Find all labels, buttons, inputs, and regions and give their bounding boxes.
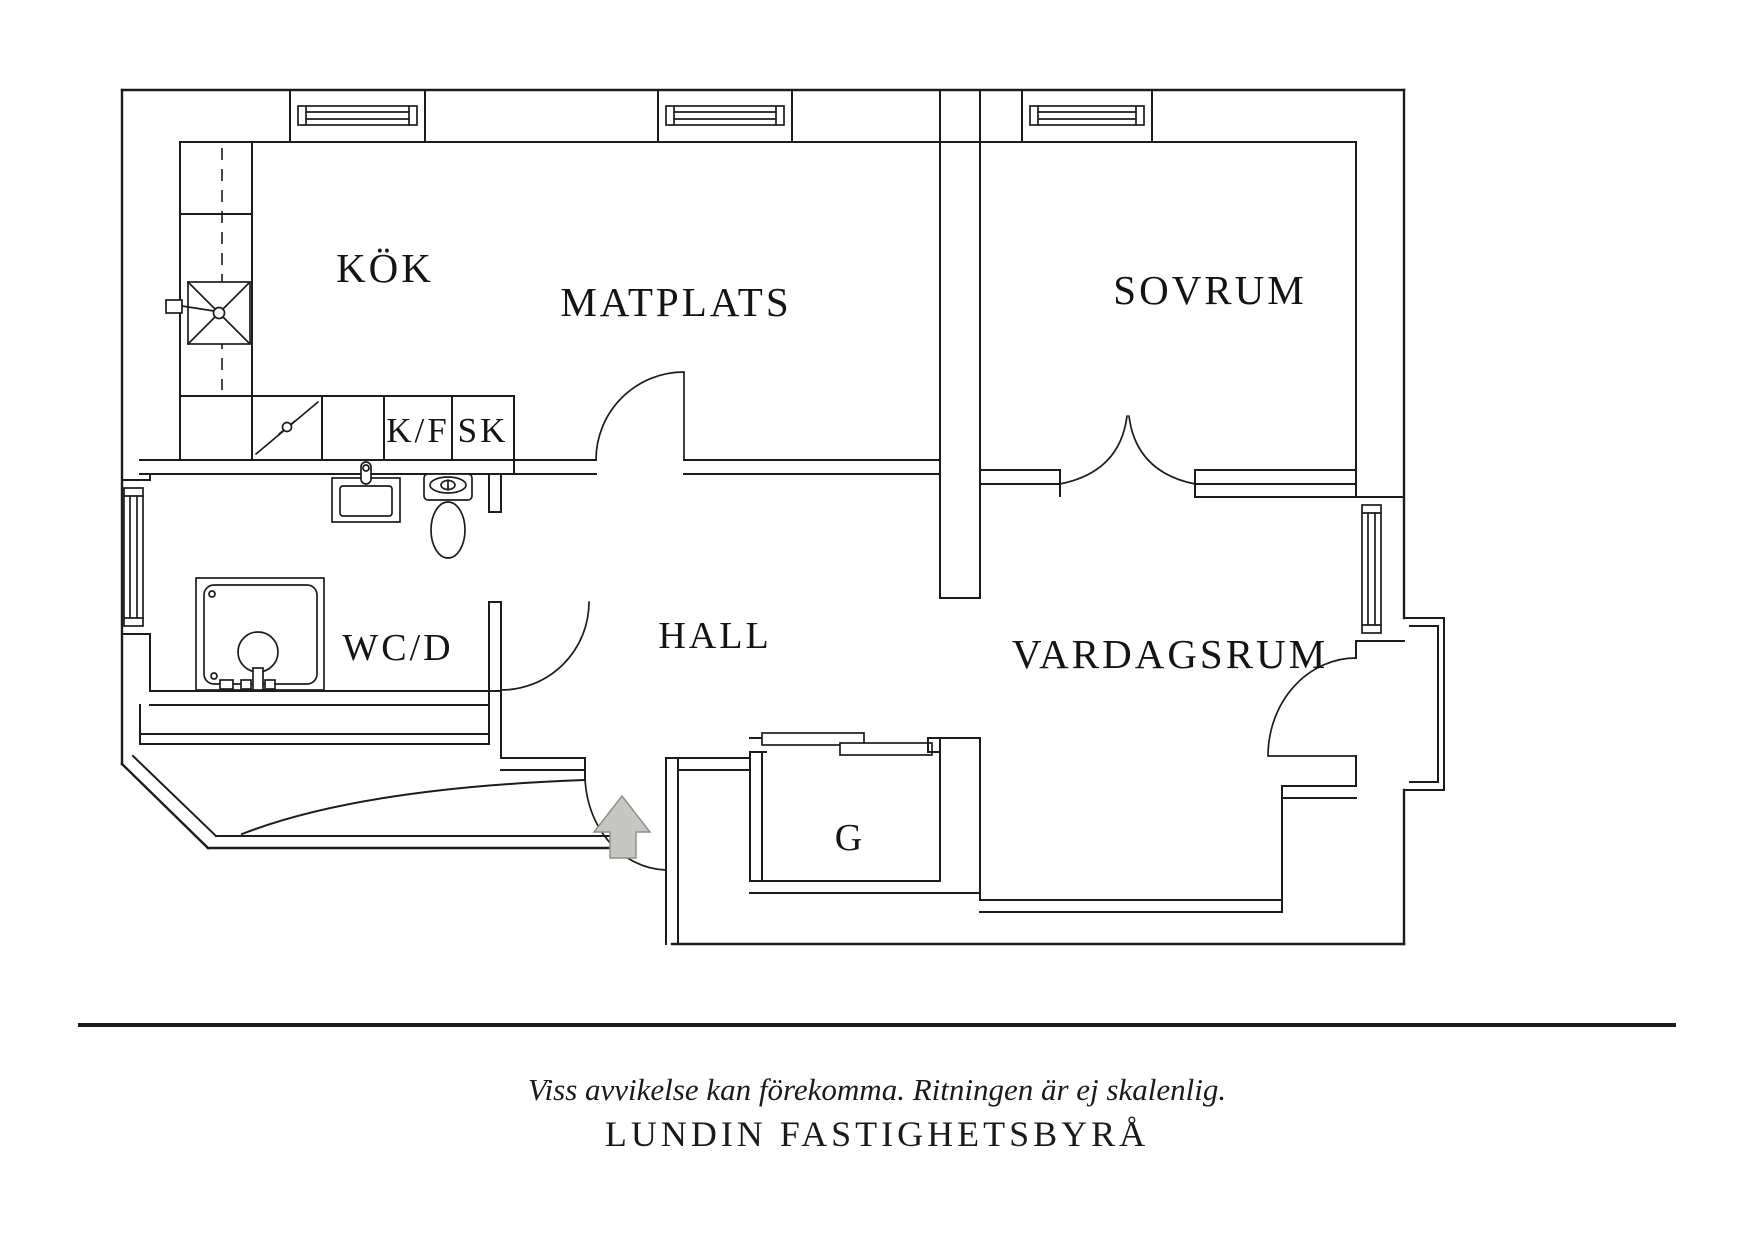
room-label-vardagsrum: VARDAGSRUM xyxy=(1012,631,1328,677)
balcony-door xyxy=(1267,657,1357,757)
wall-kitchen-hall xyxy=(139,371,941,475)
wall-wcd xyxy=(139,473,590,759)
sliding-door-icon xyxy=(761,732,865,746)
kitchen-sink-icon xyxy=(255,401,319,455)
stairwell-curve xyxy=(240,778,587,836)
door-arc-sovrum-left xyxy=(1059,415,1128,485)
sliding-door-icon xyxy=(839,742,933,756)
wall-sovrum-vardagsrum xyxy=(979,415,1357,498)
door-arc-balcony xyxy=(1267,657,1357,757)
toilet-icon xyxy=(423,473,473,559)
kitchen-counter xyxy=(179,141,515,475)
room-label-kok: KÖK xyxy=(336,245,434,291)
door-arc-wcd xyxy=(500,601,590,691)
wall-vardagsrum xyxy=(939,737,1357,913)
room-label-matplats: MATPLATS xyxy=(560,279,791,325)
balcony xyxy=(1403,617,1445,791)
entrance xyxy=(500,757,751,945)
cabinet-label-sk: SK xyxy=(458,411,509,450)
room-label-wcd: WC/D xyxy=(342,627,453,669)
room-label-sovrum: SOVRUM xyxy=(1113,267,1306,313)
window-icon-right xyxy=(1355,496,1405,642)
wall-central xyxy=(939,141,981,599)
entrance-arrow-icon xyxy=(592,794,652,859)
window-icon-top-1 xyxy=(297,105,418,126)
footer-brand: LUNDIN FASTIGHETSBYRÅ xyxy=(605,1114,1149,1154)
window-icon-top-3 xyxy=(1029,105,1145,126)
room-label-garderob: G xyxy=(835,817,865,859)
cabinet-label-kf: K/F xyxy=(386,411,449,450)
window-icon-left xyxy=(121,479,151,635)
door-arc-matplats xyxy=(595,371,685,461)
stove-icon xyxy=(165,281,251,345)
shower-icon xyxy=(195,577,325,691)
window-icon-top-2 xyxy=(665,105,785,126)
exterior-walls xyxy=(120,88,1406,946)
door-arc-entrance xyxy=(584,769,667,871)
room-label-hall: HALL xyxy=(658,615,771,657)
bathroom-sink-icon xyxy=(331,461,401,523)
footer-disclaimer: Viss avvikelse kan förekomma. Ritningen … xyxy=(528,1072,1226,1107)
closet-g xyxy=(749,732,981,894)
door-arc-sovrum-right xyxy=(1128,415,1196,485)
